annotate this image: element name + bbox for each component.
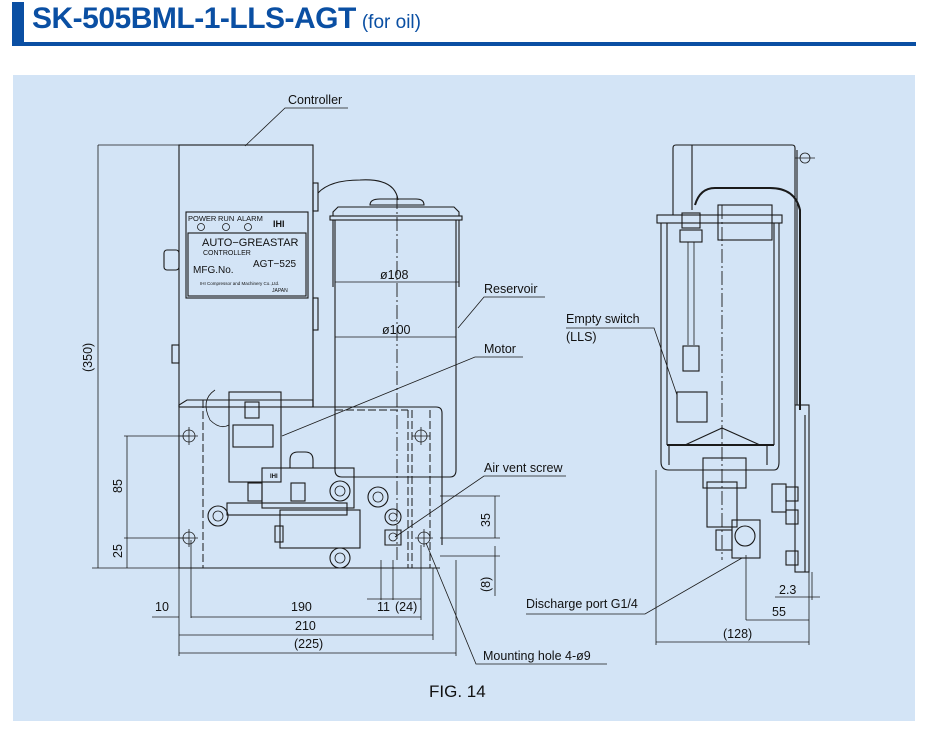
run-indicator-label: RUN xyxy=(218,214,234,223)
callout-discharge-port: Discharge port G1/4 xyxy=(526,597,638,611)
side-dimensions: 2.3 55 (128) xyxy=(655,470,820,645)
dim-hole-pitch-horizontal: 190 xyxy=(291,600,312,614)
dim-reservoir-outer-dia: ø108 xyxy=(380,268,409,282)
pump-badge: IHI xyxy=(270,474,278,480)
alarm-indicator-label: ALARM xyxy=(237,214,263,223)
plate-mfg-label: MFG.No. xyxy=(193,265,234,276)
side-callouts: Empty switch (LLS) Discharge port G1/4 xyxy=(526,312,743,615)
controller-nameplate: POWER RUN ALARM IHI AUTO−GREASTAR CONTRO… xyxy=(185,211,309,299)
controller-box xyxy=(178,144,314,408)
alarm-lamp-icon xyxy=(244,223,252,231)
model-subtitle: (for oil) xyxy=(361,12,421,33)
dim-reservoir-inner-dia: ø100 xyxy=(382,323,411,337)
side-view: 2.3 55 (128) Empty switch (LLS) Discharg… xyxy=(526,144,820,645)
drawing-panel xyxy=(13,75,915,721)
dim-vent-to-edge: (24) xyxy=(395,600,417,614)
side-wall-bracket xyxy=(794,404,810,573)
dim-hole-from-base: 25 xyxy=(111,544,125,558)
dim-base-thickness: (8) xyxy=(479,577,493,592)
motor xyxy=(205,389,282,483)
title-bar: SK-505BML-1-LLS-AGT(for oil) xyxy=(12,2,916,46)
dim-base-width: 210 xyxy=(295,619,316,633)
front-callouts: Controller Reservoir Motor Air vent scre… xyxy=(244,93,607,665)
callout-motor: Motor xyxy=(484,342,516,356)
empty-switch-float xyxy=(676,212,708,423)
model-name: SK-505BML-1-LLS-AGT xyxy=(32,2,356,35)
reservoir-cap xyxy=(369,198,425,206)
side-controller-outline xyxy=(672,144,796,405)
page-title: SK-505BML-1-LLS-AGT(for oil) xyxy=(32,2,421,36)
dim-overall-width: (225) xyxy=(294,637,323,651)
side-reservoir-cap xyxy=(717,204,773,241)
dim-overall-height: (350) xyxy=(81,343,95,372)
reservoir xyxy=(317,179,463,560)
callout-air-vent-screw: Air vent screw xyxy=(484,461,563,475)
pump-unit: IHI xyxy=(207,451,402,569)
mounting-bracket xyxy=(178,399,443,545)
power-indicator-label: POWER xyxy=(188,214,217,223)
callout-controller: Controller xyxy=(288,93,342,107)
mounting-hole-icon xyxy=(180,427,433,547)
dim-side-depth: 55 xyxy=(772,605,786,619)
dim-hole-pitch-vertical: 85 xyxy=(111,479,125,493)
front-dimensions: ø108 ø100 (350) 85 25 35 (8) 10 190 11 (… xyxy=(81,144,500,656)
title-underline xyxy=(12,42,916,46)
dim-port-height: 35 xyxy=(479,513,493,527)
callout-reservoir: Reservoir xyxy=(484,282,538,296)
plate-product-name: AUTO−GREASTAR xyxy=(202,237,299,249)
dim-vent-offset: 11 xyxy=(377,600,390,614)
side-pump-unit xyxy=(702,457,799,566)
dim-left-offset: 10 xyxy=(155,600,169,614)
front-view: POWER RUN ALARM IHI AUTO−GREASTAR CONTRO… xyxy=(81,93,607,665)
plate-model: AGT−525 xyxy=(253,259,297,270)
cable-gland xyxy=(163,249,180,271)
plate-country: JAPAN xyxy=(272,288,288,294)
callout-empty-switch-code: (LLS) xyxy=(566,330,597,344)
plate-maker: IHI Compressor and Machinery Co.,Ltd. xyxy=(200,281,279,286)
run-lamp-icon xyxy=(222,223,230,231)
plate-type: CONTROLLER xyxy=(203,250,251,257)
title-accent-bar xyxy=(12,2,24,45)
dim-side-offset: 2.3 xyxy=(779,583,796,597)
callout-empty-switch: Empty switch xyxy=(566,312,640,326)
dim-overall-depth: (128) xyxy=(723,627,752,641)
callout-mounting-hole: Mounting hole 4-ø9 xyxy=(483,649,591,663)
plate-brand: IHI xyxy=(273,219,285,229)
power-lamp-icon xyxy=(197,223,205,231)
figure-caption: FIG. 14 xyxy=(429,682,486,701)
